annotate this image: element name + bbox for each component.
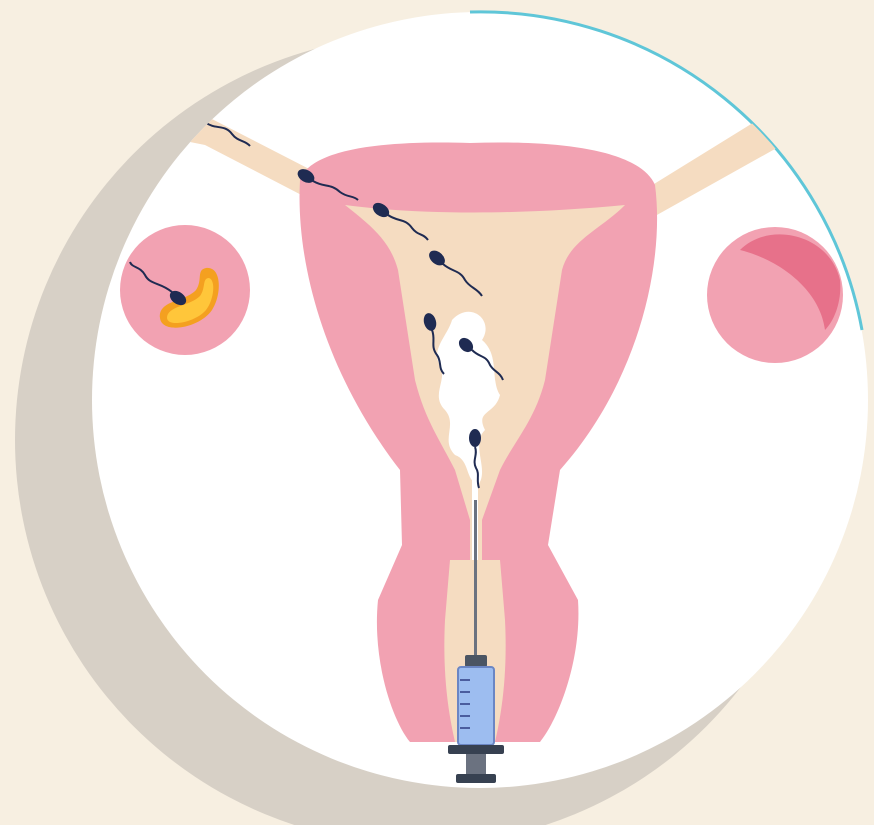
syringe-plunger-cap [456,774,496,783]
syringe-needle [474,500,477,660]
syringe-hub [465,655,487,667]
syringe-plunger [466,754,486,774]
syringe-barrel [458,667,494,745]
left-ovary [120,225,250,355]
syringe-flange [448,745,504,754]
